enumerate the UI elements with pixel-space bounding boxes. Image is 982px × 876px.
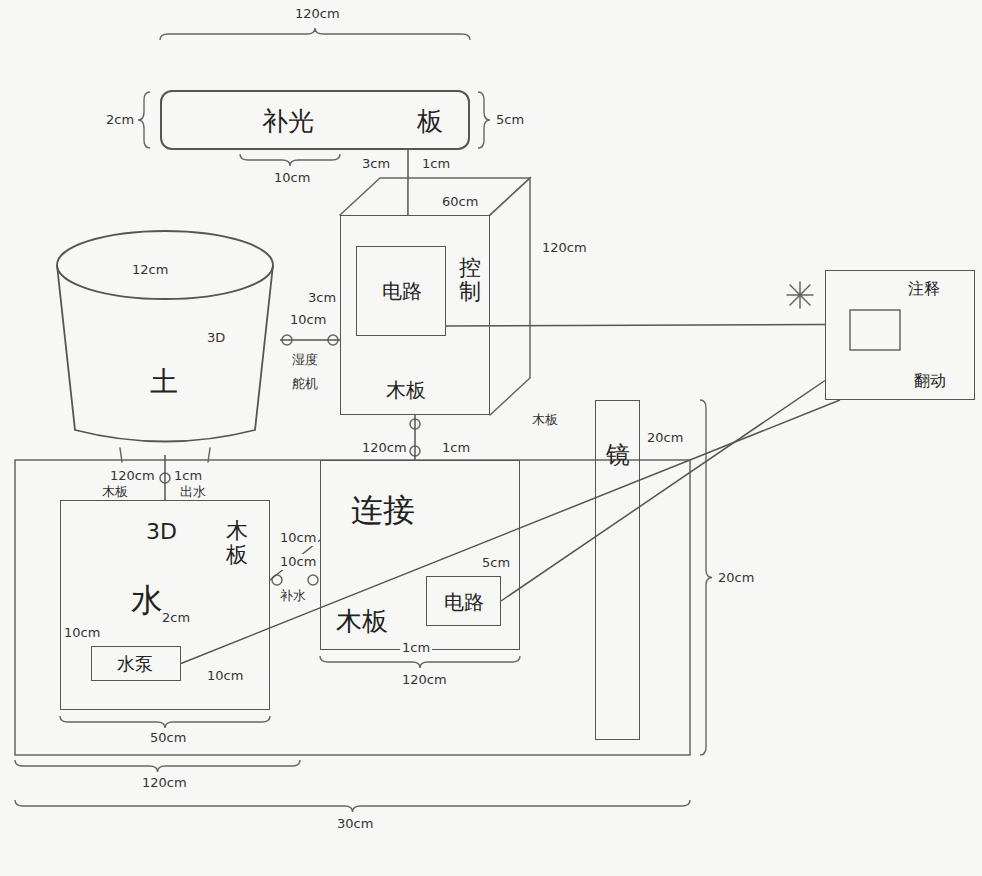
dimension-label: 木板 (100, 484, 130, 500)
soil-pot: 土 (50, 225, 280, 455)
node-text: 3D (146, 519, 177, 545)
dimension-label: 120cm (140, 775, 189, 791)
box-side-face (490, 178, 530, 415)
dimension-label: 木板 (530, 412, 560, 428)
star-symbol (787, 282, 813, 308)
dimension-label: 1cm (440, 440, 472, 456)
dimension-brace (138, 92, 150, 148)
connector-line (446, 325, 825, 327)
connector-line (270, 540, 320, 580)
dimension-brace (15, 760, 300, 772)
dimension-label: 120cm (400, 672, 449, 688)
dimension-label: 10cm (62, 625, 102, 641)
dimension-label: 3cm (306, 290, 338, 306)
node-text: 电路 (382, 279, 422, 303)
dimension-label: 20cm (645, 430, 685, 446)
connector-line (181, 400, 840, 664)
dimension-label: 10cm (278, 530, 318, 546)
dimension-label: 5cm (480, 555, 512, 571)
dimension-label: 12cm (130, 262, 170, 278)
dimension-brace (320, 656, 520, 668)
connector-line (501, 381, 825, 602)
joint-circle (308, 575, 318, 585)
node-text: 土 (150, 365, 178, 399)
dimension-label: 2cm (160, 610, 192, 626)
dimension-label: 3cm (360, 156, 392, 172)
node-text: 连接 (351, 491, 415, 529)
node-text: 木板 (226, 519, 248, 567)
node-text: 木板 (336, 606, 388, 637)
dimension-brace (15, 800, 690, 812)
dimension-label: 120cm (293, 6, 342, 22)
dimension-label: 10cm (288, 312, 328, 328)
dimension-label: 50cm (148, 730, 188, 746)
node-text: 电路 (444, 590, 484, 614)
dimension-label: 10cm (272, 170, 312, 186)
dimension-label: 60cm (440, 194, 480, 210)
node-text: 水泵 (117, 653, 153, 675)
dimension-label: 出水 (178, 484, 208, 500)
light-panel: 补光 板 (160, 90, 470, 150)
dimension-label: 20cm (716, 570, 756, 586)
node-text: 木板 (386, 378, 426, 402)
node-text: 控制 (459, 256, 481, 304)
node-text: 镜 (606, 441, 630, 470)
dimension-label: 30cm (335, 816, 375, 832)
box-top-face (340, 178, 530, 215)
dimension-brace (160, 28, 470, 40)
connector-line (414, 415, 416, 460)
dimension-brace (60, 716, 270, 728)
control-box: 控制木板 电路 (340, 215, 490, 415)
dimension-label: 120cm (360, 440, 409, 456)
circuit-box: 电路 (426, 576, 501, 626)
dimension-label: 舵机 (290, 376, 320, 392)
dimension-label: 湿度 (290, 352, 320, 368)
dimension-label: 补水 (278, 588, 308, 604)
connector-line (407, 150, 409, 215)
dimension-label: 1cm (172, 468, 204, 484)
connector-line (164, 455, 166, 500)
pump-box: 水泵 (91, 646, 181, 681)
connector-line (280, 339, 340, 341)
dimension-label: 1cm (420, 156, 452, 172)
node-text: 补光 (262, 106, 314, 137)
pot-outline (50, 225, 280, 455)
node-text: 注释 (908, 279, 940, 298)
dimension-label: 120cm (540, 240, 589, 256)
circuit-box: 电路 (356, 246, 446, 336)
node-text: 翻动 (914, 371, 946, 390)
node-text: 板 (417, 106, 443, 137)
display-panel: 注释翻动 (825, 270, 975, 400)
dimension-label: 3D (205, 330, 227, 346)
dimension-label: 10cm (278, 554, 318, 570)
enclosure-outline (15, 460, 690, 755)
dimension-label: 1cm (400, 640, 432, 656)
dimension-brace (240, 154, 340, 166)
dimension-label: 2cm (104, 112, 136, 128)
dimension-label: 10cm (205, 668, 245, 684)
node-text: 水 (131, 581, 163, 619)
screen-square (850, 310, 900, 350)
mirror-band: 镜 (595, 400, 640, 740)
dimension-label: 120cm (108, 468, 157, 484)
dimension-label: 5cm (494, 112, 526, 128)
dimension-brace (478, 92, 490, 148)
